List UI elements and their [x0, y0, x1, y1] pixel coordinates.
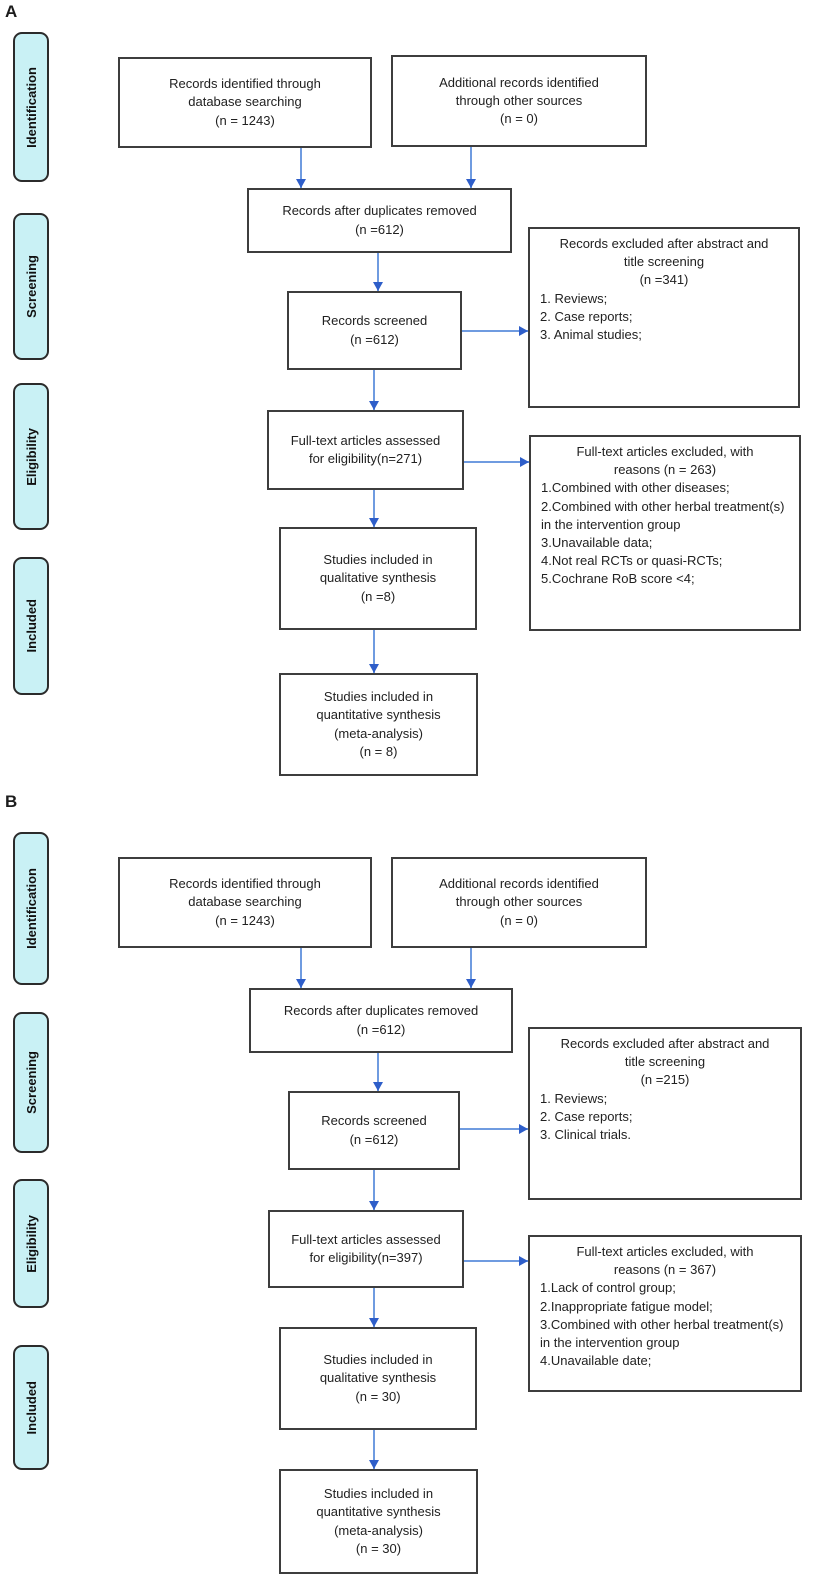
stage-eligibility-label: Eligibility — [23, 1214, 39, 1273]
stage-included-label: Included — [23, 1380, 39, 1435]
box-fulltext-assessed-text: Full-text articles assessed for eligibil… — [290, 432, 441, 466]
box-records-screened: Records screened (n =612) — [288, 1091, 460, 1170]
list-item: 2.Combined with other herbal treatment(s… — [541, 498, 785, 532]
list-item: 3.Unavailable data; — [541, 534, 653, 550]
box-additional-records: Additional records identified through ot… — [391, 55, 647, 147]
list-item: 1.Lack of control group; — [540, 1280, 676, 1296]
box-fulltext-excluded-title: Full-text articles excluded, with reason… — [576, 1244, 754, 1278]
list-item: 3. Clinical trials. — [540, 1126, 632, 1142]
list-item: 2. Case reports; — [540, 1108, 633, 1124]
arrow-fulltext-to-excluded — [464, 1256, 528, 1266]
arrow-additional-to-duplicates — [466, 948, 476, 988]
stage-screening-label: Screening — [23, 255, 39, 318]
excluded-fulltext-list: 1.Lack of control group; 2.Inappropriate… — [530, 1279, 800, 1370]
box-quantitative-synthesis: Studies included in quantitative synthes… — [279, 1469, 478, 1574]
box-fulltext-excluded: Full-text articles excluded, with reason… — [528, 1235, 802, 1392]
list-item: 3. Animal studies; — [540, 326, 642, 342]
excluded-screening-list: 1. Reviews; 2. Case reports; 3. Animal s… — [530, 290, 798, 345]
box-quantitative-synthesis: Studies included in quantitative synthes… — [279, 673, 478, 776]
stage-included-label: Included — [23, 599, 39, 653]
panel-b: B Identification Screening Eligibility I… — [0, 790, 815, 1583]
stage-identification-label: Identification — [23, 868, 39, 949]
box-additional-records: Additional records identified through ot… — [391, 857, 647, 948]
box-after-duplicates: Records after duplicates removed (n =612… — [247, 188, 512, 253]
box-qualitative-synthesis: Studies included in qualitative synthesi… — [279, 1327, 477, 1430]
panel-a-label: A — [5, 2, 18, 21]
box-records-excluded-screening: Records excluded after abstract and titl… — [528, 227, 800, 408]
box-records-excluded-screening-title: Records excluded after abstract and titl… — [559, 236, 769, 288]
stage-screening: Screening — [13, 1012, 49, 1153]
arrow-screened-to-fulltext — [369, 1170, 379, 1210]
list-item: 1. Reviews; — [540, 1090, 608, 1106]
box-after-duplicates-text: Records after duplicates removed (n =612… — [282, 203, 477, 237]
arrow-screened-to-fulltext — [369, 370, 379, 410]
stage-screening-label: Screening — [23, 1051, 39, 1114]
box-records-identified-text: Records identified through database sear… — [169, 76, 321, 128]
box-after-duplicates: Records after duplicates removed (n =612… — [249, 988, 513, 1053]
box-fulltext-excluded-title: Full-text articles excluded, with reason… — [576, 444, 754, 478]
arrow-duplicates-to-screened — [373, 253, 383, 291]
arrow-identified-to-duplicates — [296, 948, 306, 988]
box-quantitative-synthesis-text: Studies included in quantitative synthes… — [316, 1486, 441, 1556]
arrow-screened-to-excluded — [460, 1124, 528, 1134]
stage-eligibility: Eligibility — [13, 1179, 49, 1308]
arrow-additional-to-duplicates — [466, 147, 476, 188]
box-records-screened: Records screened (n =612) — [287, 291, 462, 370]
box-qualitative-synthesis: Studies included in qualitative synthesi… — [279, 527, 477, 630]
arrow-duplicates-to-screened — [373, 1053, 383, 1091]
box-fulltext-assessed-text: Full-text articles assessed for eligibil… — [291, 1231, 441, 1265]
list-item: 1. Reviews; — [540, 290, 608, 306]
stage-included: Included — [13, 557, 49, 695]
box-records-screened-text: Records screened (n =612) — [321, 1113, 427, 1147]
box-records-excluded-screening: Records excluded after abstract and titl… — [528, 1027, 802, 1200]
arrow-identified-to-duplicates — [296, 148, 306, 188]
box-records-excluded-screening-title: Records excluded after abstract and titl… — [560, 1036, 770, 1088]
arrow-qualitative-to-quantitative — [369, 1430, 379, 1469]
panel-a: A Identification Screening Eligibility I… — [0, 0, 815, 790]
list-item: 2. Case reports; — [540, 308, 633, 324]
box-records-screened-text: Records screened (n =612) — [321, 313, 428, 347]
list-item: 2.Inappropriate fatigue model; — [540, 1298, 713, 1314]
list-item: 4.Unavailable date; — [540, 1353, 652, 1369]
stage-eligibility-label: Eligibility — [23, 427, 39, 486]
list-item: 4.Not real RCTs or quasi-RCTs; — [541, 553, 723, 569]
box-fulltext-assessed: Full-text articles assessed for eligibil… — [267, 410, 464, 490]
panel-b-label: B — [5, 792, 18, 811]
arrow-fulltext-to-qualitative — [369, 490, 379, 527]
stage-screening: Screening — [13, 213, 49, 360]
box-additional-records-text: Additional records identified through ot… — [439, 74, 599, 127]
arrow-fulltext-to-excluded — [464, 457, 529, 467]
box-fulltext-excluded: Full-text articles excluded, with reason… — [529, 435, 801, 631]
stage-eligibility: Eligibility — [13, 383, 49, 530]
box-records-identified: Records identified through database sear… — [118, 857, 372, 948]
arrow-fulltext-to-qualitative — [369, 1288, 379, 1327]
stage-included: Included — [13, 1345, 49, 1470]
box-qualitative-synthesis-text: Studies included in qualitative synthesi… — [319, 1352, 437, 1404]
box-records-identified-text: Records identified through database sear… — [169, 876, 321, 928]
arrow-qualitative-to-quantitative — [369, 630, 379, 673]
box-qualitative-synthesis-text: Studies included in qualitative synthesi… — [319, 552, 437, 604]
list-item: 1.Combined with other diseases; — [541, 480, 730, 496]
box-records-identified: Records identified through database sear… — [118, 57, 372, 148]
excluded-fulltext-list: 1.Combined with other diseases; 2.Combin… — [531, 479, 799, 588]
box-additional-records-text: Additional records identified through ot… — [439, 876, 599, 928]
list-item: 5.Cochrane RoB score <4; — [541, 571, 695, 587]
box-quantitative-synthesis-text: Studies included in quantitative synthes… — [316, 689, 441, 759]
box-after-duplicates-text: Records after duplicates removed (n =612… — [283, 1003, 479, 1037]
box-fulltext-assessed: Full-text articles assessed for eligibil… — [268, 1210, 464, 1288]
excluded-screening-list: 1. Reviews; 2. Case reports; 3. Clinical… — [530, 1090, 800, 1145]
stage-identification: Identification — [13, 832, 49, 985]
stage-identification: Identification — [13, 32, 49, 182]
arrow-screened-to-excluded — [462, 326, 528, 336]
list-item: 3.Combined with other herbal treatment(s… — [540, 1316, 784, 1350]
stage-identification-label: Identification — [23, 66, 39, 148]
